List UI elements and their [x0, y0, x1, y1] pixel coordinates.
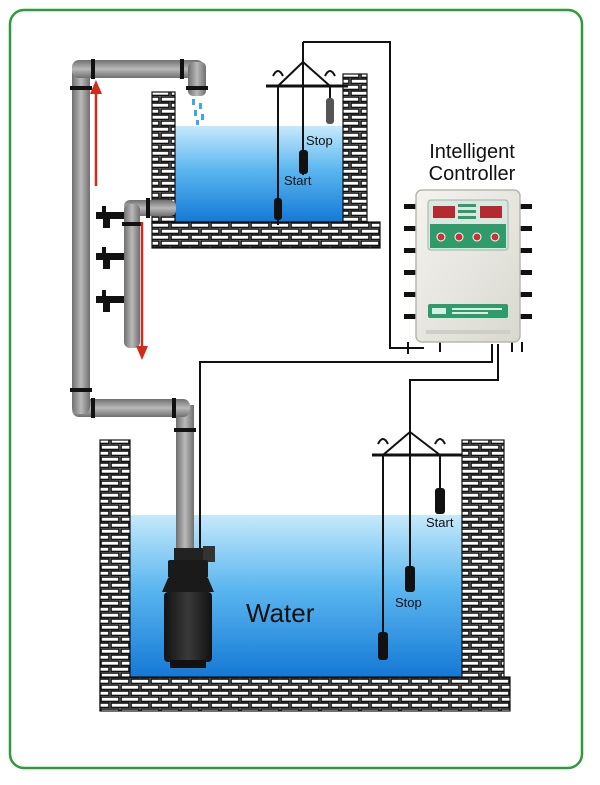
- upper-tank: [151, 73, 381, 249]
- pump-riser-pipe: [176, 405, 194, 553]
- flow-arrow-down-head: [136, 346, 148, 360]
- float-switch-icon: [378, 488, 445, 660]
- pipe-joint: [91, 398, 95, 418]
- lower-stop-label: Stop: [395, 595, 422, 610]
- faucet-icon: [96, 206, 124, 228]
- controller-title-line2: Controller: [429, 163, 516, 185]
- lower-tank-right-wall: [461, 439, 505, 711]
- display-right: [480, 206, 502, 218]
- upper-tank-water: [175, 126, 343, 222]
- left-riser-pipe: [72, 66, 90, 414]
- lower-tank-floor: [99, 676, 511, 712]
- display-left: [433, 206, 455, 218]
- controller-box-icon: [404, 189, 532, 343]
- lower-float-switch-assembly: [372, 418, 462, 655]
- lower-start-label: Start: [426, 515, 454, 530]
- control-wires: [199, 41, 523, 548]
- pipe-joint: [70, 388, 92, 392]
- upper-stop-label: Stop: [306, 133, 333, 148]
- upper-tank-floor: [151, 221, 381, 249]
- down-pipe: [124, 204, 140, 348]
- pipe-joint: [91, 59, 95, 79]
- upper-tank-right-wall: [342, 73, 368, 227]
- bottom-horizontal-pipe: [72, 399, 190, 417]
- lower-float-cable: [409, 344, 499, 418]
- pipe-joint: [172, 398, 176, 418]
- pipe-joint: [146, 198, 150, 218]
- submersible-pump-icon: [162, 546, 215, 668]
- lower-tank-left-wall: [99, 439, 131, 711]
- pipe-joint: [174, 428, 196, 432]
- pipe-joint: [70, 86, 92, 90]
- water-drops: [192, 99, 204, 125]
- pipe-joint: [180, 59, 184, 79]
- pipe-system: [70, 59, 208, 553]
- top-horizontal-pipe: [72, 60, 204, 78]
- upper-start-label: Start: [284, 173, 312, 188]
- pipe-joint: [122, 222, 142, 226]
- pump-cable: [199, 344, 493, 548]
- flow-arrow-up-head: [90, 80, 102, 94]
- faucet-icon: [96, 247, 124, 269]
- top-outlet-pipe: [188, 62, 206, 96]
- water-label: Water: [246, 598, 315, 628]
- faucet-icon: [96, 290, 124, 312]
- pipe-joint: [186, 86, 208, 90]
- controller-title-line1: Intelligent: [429, 141, 515, 163]
- float-switch-icon: [274, 98, 334, 220]
